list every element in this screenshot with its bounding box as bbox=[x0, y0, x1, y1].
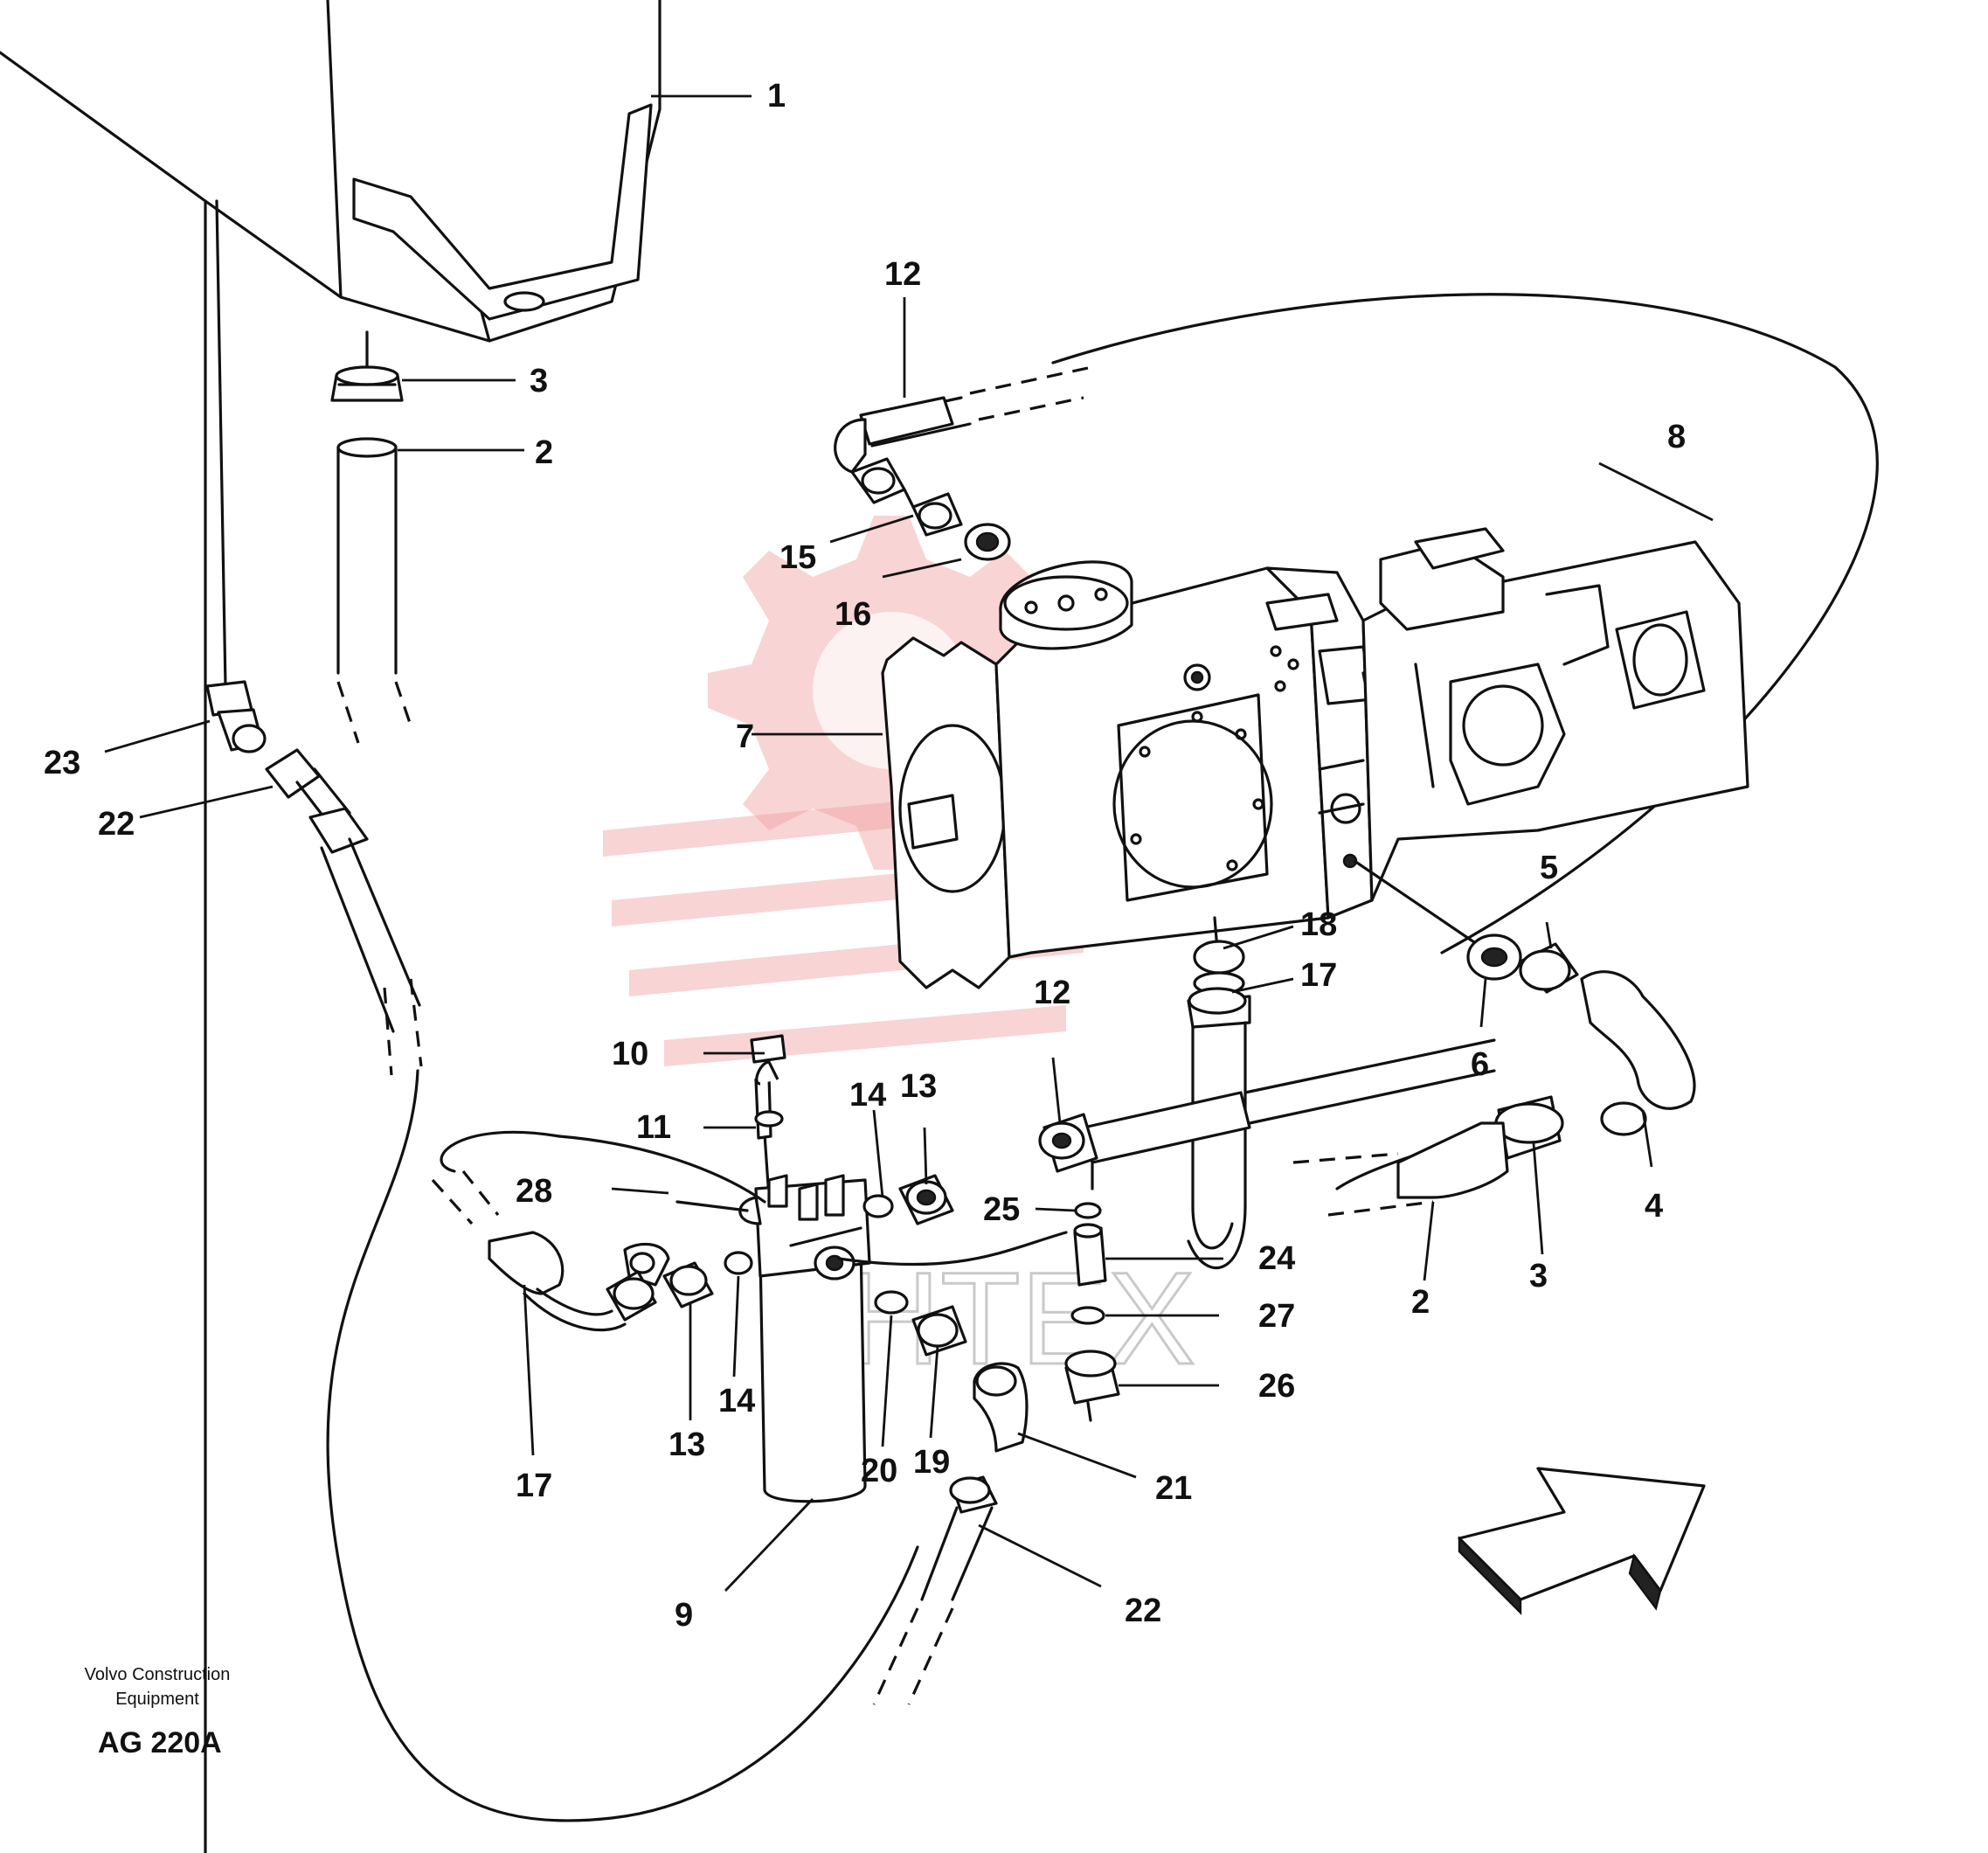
callout-labels: 1 3 2 23 22 12 15 16 8 7 18 17 5 6 4 10 … bbox=[44, 78, 1686, 1634]
center-hose-assembly bbox=[1038, 916, 1496, 1270]
callout-9: 9 bbox=[675, 1597, 693, 1634]
callout-7: 7 bbox=[736, 718, 754, 755]
callout-5: 5 bbox=[1540, 850, 1558, 886]
filter-inlet-hose bbox=[431, 1130, 1068, 1332]
callout-1: 1 bbox=[767, 78, 786, 115]
callout-25: 25 bbox=[983, 1191, 1020, 1228]
callout-23: 23 bbox=[44, 745, 80, 781]
callout-20: 20 bbox=[861, 1453, 897, 1489]
callout-28: 28 bbox=[516, 1173, 552, 1210]
callout-12-middle: 12 bbox=[1034, 975, 1070, 1011]
direction-arrow bbox=[1458, 1467, 1706, 1615]
auxiliary-pump bbox=[1361, 527, 1749, 902]
callout-13-bottom: 13 bbox=[668, 1426, 705, 1463]
right-elbow-assembly bbox=[1292, 859, 1696, 1217]
callout-13-top: 13 bbox=[900, 1068, 937, 1105]
callout-24: 24 bbox=[1258, 1240, 1295, 1277]
leader-lines bbox=[104, 94, 1714, 1592]
callout-22-bottom: 22 bbox=[1125, 1593, 1161, 1629]
callout-4: 4 bbox=[1645, 1188, 1663, 1225]
callout-8: 8 bbox=[1667, 419, 1686, 455]
callout-3: 3 bbox=[530, 363, 548, 399]
callout-27: 27 bbox=[1258, 1298, 1295, 1335]
callout-12: 12 bbox=[884, 256, 921, 293]
main-pump bbox=[881, 560, 1391, 989]
callout-11: 11 bbox=[636, 1109, 671, 1146]
upper-hose-assembly bbox=[834, 293, 1879, 954]
filter-assembly bbox=[623, 1034, 871, 1503]
callout-10: 10 bbox=[612, 1036, 648, 1072]
drawing-footer: Volvo Construction Equipment AG 220A bbox=[85, 1665, 231, 1759]
callout-6: 6 bbox=[1471, 1046, 1489, 1083]
tank-outlet-hose bbox=[330, 330, 412, 744]
hydraulic-tank bbox=[0, 0, 662, 1853]
callout-26: 26 bbox=[1258, 1368, 1295, 1405]
callout-17: 17 bbox=[1300, 957, 1337, 994]
filter-outlet-fittings bbox=[862, 1174, 1029, 1705]
callout-18: 18 bbox=[1300, 906, 1337, 943]
callout-14-top: 14 bbox=[849, 1077, 886, 1114]
pressure-switch-stack bbox=[1064, 1202, 1120, 1422]
callout-21: 21 bbox=[1155, 1470, 1192, 1507]
callout-19: 19 bbox=[913, 1444, 950, 1481]
company-name-line2: Equipment bbox=[115, 1690, 199, 1709]
callout-16: 16 bbox=[835, 596, 871, 633]
company-name-line1: Volvo Construction bbox=[85, 1665, 231, 1684]
callout-2-right: 2 bbox=[1411, 1284, 1430, 1321]
callout-14-bottom: 14 bbox=[718, 1383, 755, 1419]
drawing-code: AG 220A bbox=[98, 1726, 222, 1759]
callout-3-right: 3 bbox=[1529, 1258, 1548, 1294]
left-elbow-and-hose bbox=[205, 199, 919, 1822]
callout-2: 2 bbox=[535, 434, 553, 471]
callout-22: 22 bbox=[98, 806, 135, 843]
callout-15: 15 bbox=[779, 539, 816, 576]
callout-17-bottom: 17 bbox=[516, 1468, 552, 1504]
